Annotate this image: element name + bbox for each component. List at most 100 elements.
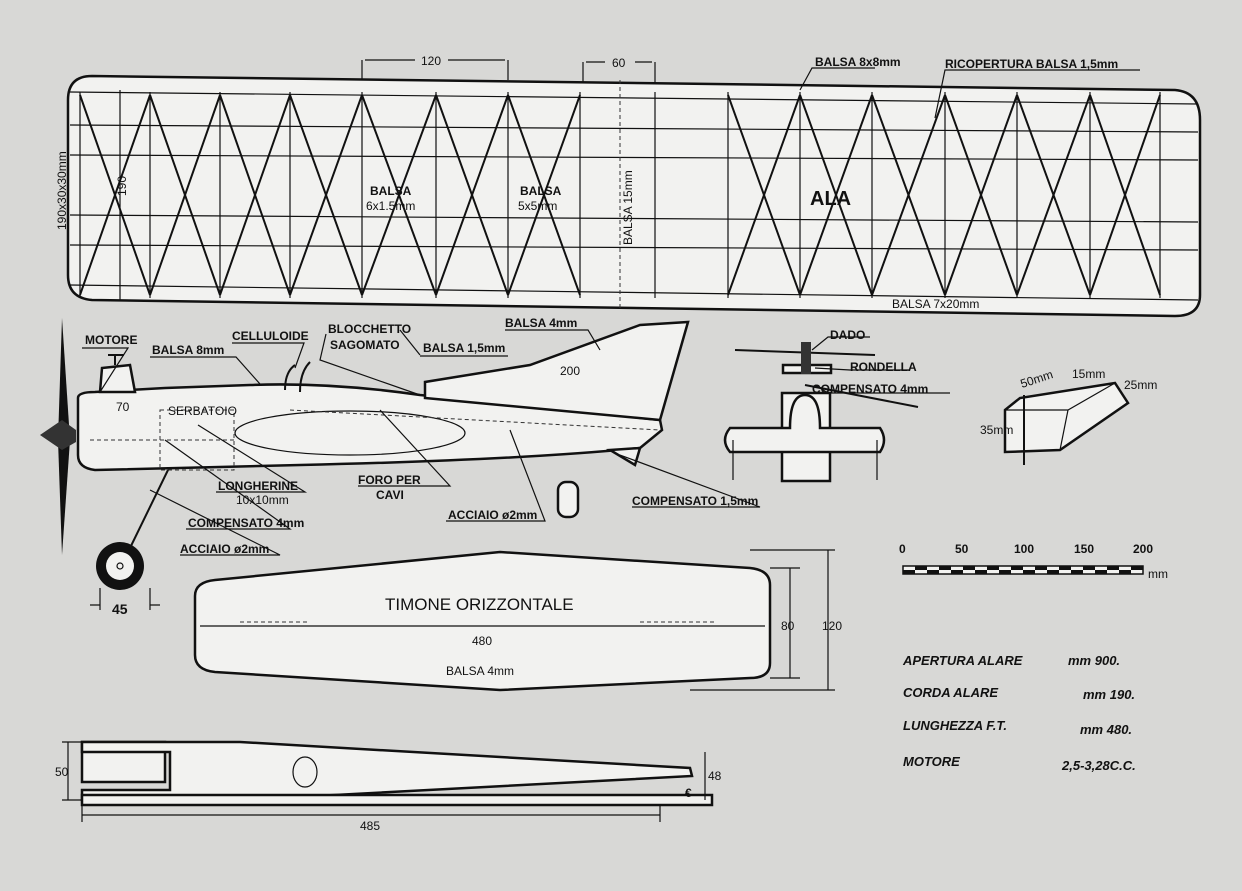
- wing-title: ALA: [810, 188, 851, 210]
- spec-label: CORDA ALARE: [903, 685, 998, 700]
- wing-bracing: [289, 94, 363, 296]
- ply-15-label: COMPENSATO 1,5mm: [632, 494, 758, 508]
- wing-bracing: [727, 94, 801, 296]
- cable-hole-label-1: FORO PER: [358, 473, 421, 487]
- stabilizer-title: TIMONE ORIZZONTALE: [385, 595, 574, 614]
- scale-tick-100: 100: [1014, 542, 1034, 556]
- trailing-edge-label: BALSA 7x20mm: [892, 297, 979, 311]
- scale-segment: [927, 570, 939, 574]
- stabilizer-chord-outer: 120: [822, 619, 842, 633]
- nut-label: DADO: [830, 328, 865, 342]
- dim-60: 60: [612, 56, 626, 70]
- wing-bracing: [944, 94, 1018, 296]
- fuselage-top-view: 50 485 48 €: [55, 740, 722, 833]
- specs-table: APERTURA ALARE mm 900. CORDA ALARE mm 19…: [902, 653, 1136, 773]
- washer-label: RONDELLA: [850, 360, 917, 374]
- scale-segment: [1083, 566, 1095, 570]
- scale-segment: [1047, 570, 1059, 574]
- scale-segment: [1059, 566, 1071, 570]
- spec-label: LUNGHEZZA F.T.: [903, 718, 1007, 733]
- scale-tick-200: 200: [1133, 542, 1153, 556]
- horizontal-stabilizer: TIMONE ORIZZONTALE 480 BALSA 4mm 80 120: [193, 549, 842, 692]
- spec-value: mm 190.: [1083, 687, 1135, 702]
- wing-bracing: [799, 94, 873, 296]
- stabilizer-material: BALSA 4mm: [446, 664, 514, 678]
- scale-segment: [963, 566, 975, 570]
- leading-edge-label: 190x30x30mm: [55, 151, 69, 230]
- rib-label-1: BALSA: [370, 184, 412, 198]
- scale-segment: [1071, 570, 1083, 574]
- block-dim-15: 15mm: [1072, 367, 1105, 381]
- longerons-label-1: LONGHERINE: [218, 479, 298, 493]
- scale-tick-0: 0: [899, 542, 906, 556]
- spec-label: APERTURA ALARE: [902, 653, 1023, 668]
- scale-segment: [939, 566, 951, 570]
- scale-tick-50: 50: [955, 542, 969, 556]
- block-label-1: BLOCCHETTO: [328, 322, 411, 336]
- scale-unit: mm: [1148, 567, 1168, 581]
- wing-plan: 120 60 BALSA 8x8mm RICOPERTURA BALSA 1,5…: [55, 54, 1202, 318]
- wing-bracing: [79, 94, 151, 296]
- scale-segment: [915, 566, 927, 570]
- wing-bracing: [1089, 94, 1161, 296]
- scale-segment: [1035, 566, 1047, 570]
- scale-segment: [975, 570, 987, 574]
- block-dim-35: 35mm: [980, 423, 1013, 437]
- block-detail: 50mm 15mm 25mm 35mm: [980, 367, 1157, 465]
- top-width-dim: 50: [55, 765, 69, 779]
- spar-label: BALSA 8x8mm: [815, 55, 901, 69]
- top-symbol: €: [685, 786, 692, 800]
- dim-120: 120: [421, 54, 441, 68]
- ply-4-label: COMPENSATO 4mm: [188, 516, 304, 530]
- scale-segment: [1131, 566, 1143, 570]
- spec-value: 2,5-3,28C.C.: [1061, 758, 1136, 773]
- scale-segment: [1119, 570, 1131, 574]
- longerons-label-2: 10x10mm: [236, 493, 289, 507]
- balsa-15-label: BALSA 1,5mm: [423, 341, 505, 355]
- scale-segment: [1107, 566, 1119, 570]
- wing-bracing: [435, 94, 509, 296]
- block-label-2: SAGOMATO: [330, 338, 400, 352]
- dim-200: 200: [560, 364, 580, 378]
- rib-label-2: BALSA: [520, 184, 562, 198]
- stabilizer-span: 480: [472, 634, 492, 648]
- ply-label: COMPENSATO 4mm: [812, 382, 928, 396]
- scale-tick-150: 150: [1074, 542, 1094, 556]
- chord-dim: 190: [115, 176, 129, 196]
- stabilizer-chord-inner: 80: [781, 619, 795, 633]
- balsa-8-label: BALSA 8mm: [152, 343, 224, 357]
- steel-rear-label: ACCIAIO ø2mm: [448, 508, 537, 522]
- top-tail-dim: 48: [708, 769, 722, 783]
- center-label: BALSA 15mm: [621, 170, 635, 245]
- wing-bracing: [871, 94, 946, 296]
- tank-label: SERBATOIO: [168, 404, 237, 418]
- spec-label: MOTORE: [903, 754, 960, 769]
- spec-value: mm 900.: [1068, 653, 1120, 668]
- spinner-icon: [40, 420, 76, 450]
- scale-segment: [1023, 570, 1035, 574]
- bellcrank-detail: DADO RONDELLA COMPENSATO 4mm: [723, 328, 950, 483]
- scale-segment: [951, 570, 963, 574]
- covering-label: RICOPERTURA BALSA 1,5mm: [945, 57, 1118, 71]
- top-length-dim: 485: [360, 819, 380, 833]
- dim-70: 70: [116, 400, 130, 414]
- cable-hole-label-2: CAVI: [376, 488, 404, 502]
- scale-segment: [999, 570, 1011, 574]
- balsa-4-label: BALSA 4mm: [505, 316, 577, 330]
- wing-bracing: [507, 94, 581, 296]
- block-dim-50: 50mm: [1019, 367, 1055, 391]
- wing-bracing: [361, 94, 437, 296]
- rib-label-1b: 6x1.5mm: [366, 199, 415, 213]
- scale-bar: 0 50 100 150 200 mm: [899, 542, 1168, 581]
- scale-segment: [987, 566, 999, 570]
- spec-value: mm 480.: [1080, 722, 1132, 737]
- block-dim-25: 25mm: [1124, 378, 1157, 392]
- wing-bracing: [149, 94, 221, 296]
- scale-segment: [1011, 566, 1023, 570]
- rib-label-2b: 5x5mm: [518, 199, 557, 213]
- fuselage-side-view: MOTORE BALSA 8mm CELLULOIDE BLOCCHETTO S…: [40, 316, 761, 617]
- scale-segment: [903, 570, 915, 574]
- celluloid-label: CELLULOIDE: [232, 329, 309, 343]
